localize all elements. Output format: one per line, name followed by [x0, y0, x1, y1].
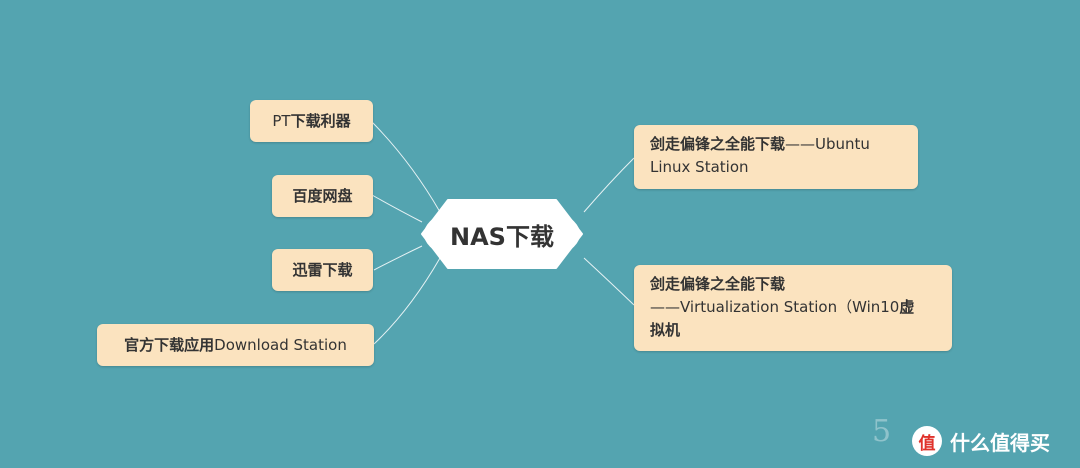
node-virt-line2-bold: 虚 [899, 298, 915, 316]
node-ubuntu-rest: ——Ubuntu [785, 135, 870, 153]
brand-text: 什么值得买 [950, 430, 1050, 455]
node-ds-normal: Download Station [214, 335, 347, 354]
node-xunlei-label: 迅雷下载 [292, 260, 353, 279]
node-ubuntu-line2: Linux Station [650, 158, 749, 176]
node-virt-line3: 拟机 [650, 321, 681, 339]
node-pt-bold: 下载利器 [290, 111, 351, 130]
center-label: NAS下载 [450, 222, 554, 251]
link-download-station [373, 257, 441, 345]
link-pt [369, 119, 441, 213]
node-virt-line2: ——Virtualization Station（Win10 [650, 298, 900, 316]
node-baidu: 百度网盘 [272, 175, 373, 217]
node-ubuntu: 剑走偏锋之全能下载——Ubuntu Linux Station [634, 125, 918, 189]
link-xunlei [373, 245, 423, 271]
watermark-text: 5 [872, 414, 892, 449]
node-ubuntu-bold: 剑走偏锋之全能下载 [650, 135, 786, 153]
brand-logo-icon: 值 [912, 426, 942, 456]
node-ds-bold: 官方下载应用 [124, 335, 215, 354]
brand-watermark: 值 什么值得买 [912, 424, 1050, 458]
node-pt-normal: PT [272, 111, 291, 130]
node-baidu-label: 百度网盘 [292, 186, 353, 205]
link-ubuntu [583, 157, 635, 213]
link-baidu [371, 194, 423, 223]
node-virtualization: 剑走偏锋之全能下载 ——Virtualization Station（Win10… [634, 265, 952, 351]
link-virtualization [583, 257, 635, 306]
node-xunlei: 迅雷下载 [272, 249, 373, 291]
center-node: NAS下载 [412, 198, 592, 270]
node-virt-bold: 剑走偏锋之全能下载 [650, 275, 786, 293]
